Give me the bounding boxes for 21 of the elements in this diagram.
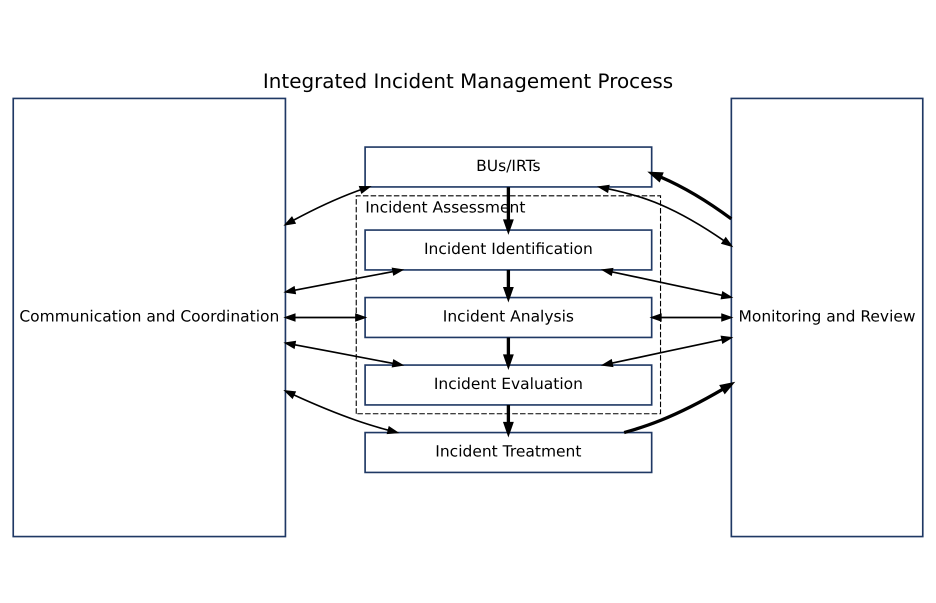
arrow: [283, 185, 372, 226]
node-box: Incident Treatment: [364, 431, 652, 473]
arrow: [502, 270, 514, 302]
arrow: [596, 184, 734, 247]
arrow: [283, 267, 404, 294]
arrow: [649, 312, 734, 322]
node-box: Monitoring and Review: [730, 97, 924, 537]
arrow: [502, 337, 514, 370]
arrow: [600, 267, 734, 299]
arrow: [647, 171, 732, 220]
node-box: BUs/IRTs: [364, 146, 652, 188]
diagram-title: Integrated Incident Management Process: [262, 69, 674, 92]
arrow: [502, 404, 514, 437]
arrow: [600, 335, 734, 367]
arrow: [283, 340, 404, 367]
node-box: Incident Identification: [364, 228, 652, 270]
node-box: Communication and Coordination: [12, 97, 286, 537]
arrow: [283, 312, 368, 322]
node-box: Incident Evaluation: [364, 364, 652, 406]
node-box: Incident Analysis: [364, 296, 652, 338]
arrow: [283, 390, 400, 434]
